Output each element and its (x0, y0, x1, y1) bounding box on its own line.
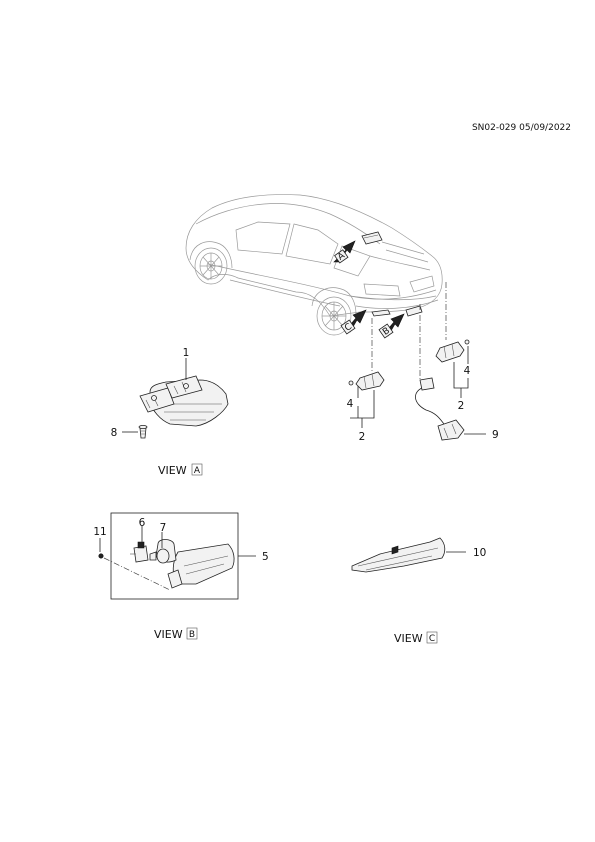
callout-10: 10 (473, 547, 486, 559)
callout-11: 11 (93, 526, 106, 538)
drawing-code: SN02-029 05/09/2022 (472, 123, 571, 133)
view-a-arrow: A (333, 240, 356, 264)
license-lamp-left (348, 371, 385, 391)
callout-8: 8 (111, 427, 118, 439)
fastener-11 (98, 553, 104, 559)
callout-2-right: 2 (458, 400, 465, 412)
callout-1: 1 (183, 347, 190, 359)
callout-7: 7 (160, 522, 167, 534)
svg-text:C: C (429, 634, 435, 644)
svg-text:A: A (336, 250, 347, 262)
view-b-caption: VIEW (154, 628, 183, 641)
rear-reflector-10 (351, 537, 446, 573)
svg-text:A: A (194, 466, 201, 476)
rear-lamp-assembly (155, 539, 235, 589)
view-b-arrow: B (378, 313, 405, 339)
bulb-7 (149, 548, 170, 564)
svg-text:B: B (189, 630, 195, 640)
callout-5: 5 (262, 551, 269, 563)
high-mount-stop-lamp-location (361, 231, 383, 245)
socket-6 (130, 541, 149, 563)
screw-8 (138, 424, 148, 439)
callout-9: 9 (492, 429, 499, 441)
svg-text:B: B (381, 326, 392, 338)
callout-6: 6 (139, 517, 146, 529)
license-lamp-harness (415, 377, 465, 441)
callout-4-right: 4 (464, 365, 471, 377)
rear-wheel (316, 296, 352, 336)
view-c-arrow: C (340, 309, 367, 335)
callout-2-left: 2 (359, 431, 366, 443)
view-a-caption: VIEW (158, 464, 187, 477)
license-lamp-right (435, 339, 470, 363)
view-c-caption: VIEW (394, 632, 423, 645)
callout-4-left: 4 (347, 398, 354, 410)
vehicle-illustration (185, 194, 443, 336)
front-wheel (194, 247, 228, 285)
svg-text:C: C (343, 322, 354, 334)
high-mount-stop-lamp (139, 375, 229, 427)
